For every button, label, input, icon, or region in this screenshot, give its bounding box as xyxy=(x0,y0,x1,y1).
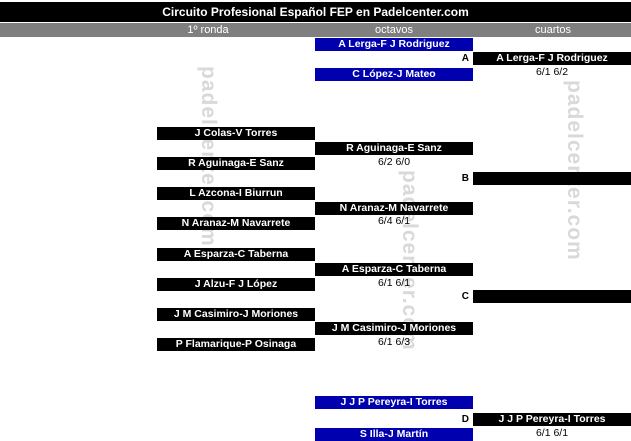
round1-team-box: P Flamarique-P Osinaga xyxy=(157,338,315,351)
match-score: 6/1 6/1 xyxy=(377,277,411,289)
seed-letter: B xyxy=(461,173,469,184)
seed-letter: D xyxy=(461,414,469,425)
octavos-seed-box: C López-J Mateo xyxy=(315,68,473,81)
match-score: 6/2 6/0 xyxy=(377,156,411,168)
round1-team-box: A Esparza-C Taberna xyxy=(157,248,315,261)
column-label-octavos: octavos xyxy=(375,24,413,36)
round1-team-box: J M Casimiro-J Moriones xyxy=(157,308,315,321)
octavos-winner-box: N Aranaz-M Navarrete xyxy=(315,202,473,215)
cuartos-winner-box: J J P Pereyra-I Torres xyxy=(473,413,631,426)
match-score: 6/1 6/3 xyxy=(377,336,411,348)
watermark-right: padelcenter.com xyxy=(563,80,586,261)
column-header-bar: 1º ronda octavos cuartos xyxy=(0,23,631,37)
match-score: 6/1 6/1 xyxy=(535,427,569,439)
octavos-winner-box: A Esparza-C Taberna xyxy=(315,263,473,276)
round1-team-box: R Aguinaga-E Sanz xyxy=(157,157,315,170)
match-score: 6/1 6/2 xyxy=(535,66,569,78)
octavos-seed-box: A Lerga-F J Rodriguez xyxy=(315,38,473,51)
page-title: Circuito Profesional Español FEP en Pade… xyxy=(0,2,631,22)
octavos-winner-box: R Aguinaga-E Sanz xyxy=(315,142,473,155)
octavos-winner-box: J M Casimiro-J Moriones xyxy=(315,322,473,335)
octavos-seed-box: S Illa-J Martín xyxy=(315,428,473,441)
round1-team-box: J Colas-V Torres xyxy=(157,127,315,140)
seed-letter: C xyxy=(461,291,469,302)
round1-team-box: N Aranaz-M Navarrete xyxy=(157,217,315,230)
octavos-seed-box: J J P Pereyra-I Torres xyxy=(315,396,473,409)
round1-team-box: L Azcona-I Biurrun xyxy=(157,187,315,200)
cuartos-empty-box xyxy=(473,172,631,185)
seed-letter: A xyxy=(461,53,469,64)
match-score: 6/4 6/1 xyxy=(377,215,411,227)
column-label-cuartos: cuartos xyxy=(534,24,572,36)
watermark-middle: padelcenter.com xyxy=(398,170,421,351)
round1-team-box: J Alzu-F J López xyxy=(157,278,315,291)
column-label-1ronda: 1º ronda xyxy=(187,24,229,36)
cuartos-winner-box: A Lerga-F J Rodriguez xyxy=(473,52,631,65)
cuartos-empty-box xyxy=(473,290,631,303)
watermark-left: padelcenter.com xyxy=(196,66,220,247)
